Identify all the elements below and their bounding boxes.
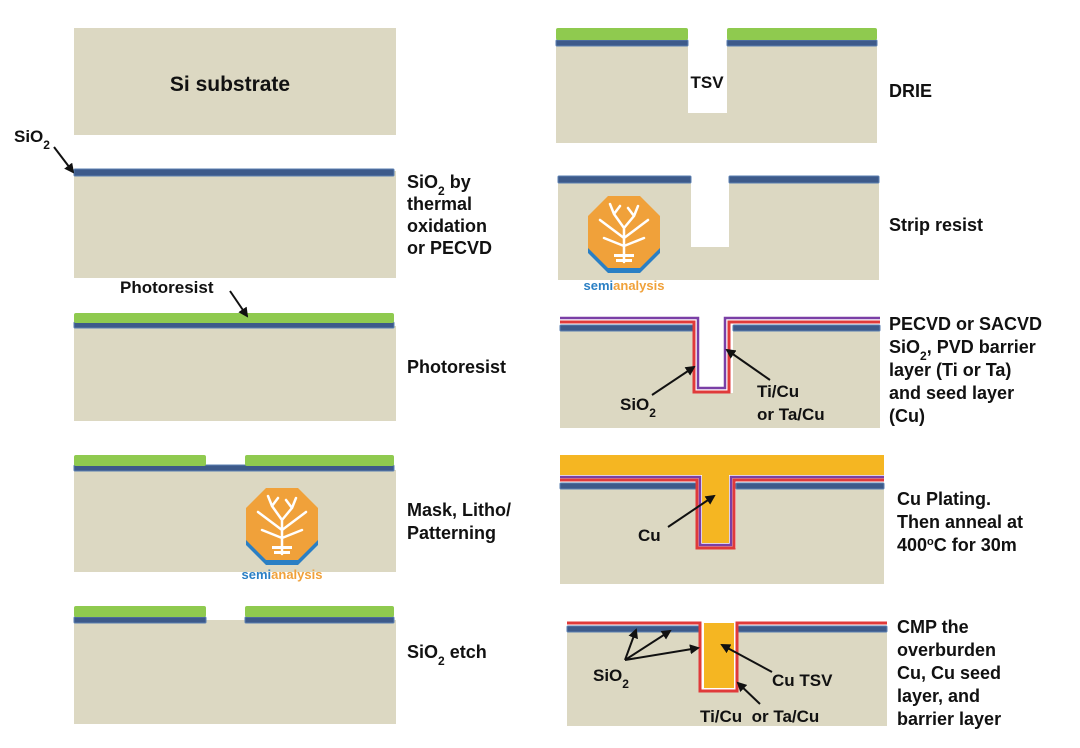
step-label-line: oxidation — [407, 216, 487, 236]
step-label: SiO2 by — [407, 172, 471, 198]
si-substrate-title: Si substrate — [170, 73, 290, 96]
si-substrate — [74, 470, 396, 572]
photoresist-callout-arrow — [229, 290, 249, 318]
right-step1-drie: TSV DRIE — [555, 28, 932, 143]
step-label: SiO2 etch — [407, 642, 487, 668]
oxide-layer — [735, 482, 885, 490]
photoresist-layer — [245, 606, 394, 617]
si-substrate — [74, 620, 396, 724]
barrier-callout-line: or Ta/Cu — [757, 405, 825, 424]
step-label-line: layer (Ti or Ta) — [889, 360, 1011, 380]
oxide-layer — [726, 39, 878, 47]
oxide-layer — [728, 175, 880, 184]
semianalysis-logo: semianalysis — [584, 196, 665, 293]
step-label-line: and seed layer — [889, 383, 1014, 403]
oxide-layer — [732, 324, 881, 332]
si-substrate — [74, 326, 396, 421]
sio2-callout: SiO2 — [620, 395, 656, 420]
logo-mark — [246, 488, 318, 565]
si-substrate-with-trench — [567, 630, 887, 726]
photoresist-layer — [556, 28, 688, 40]
cu-tsv-callout-arrow — [720, 644, 773, 673]
step-label-line: CMP the — [897, 617, 969, 637]
step-label-line: 400oC for 30m — [897, 535, 1017, 555]
step-label-line: Cu Plating. — [897, 489, 991, 509]
copper-fill — [560, 455, 884, 543]
oxide-layer — [244, 616, 395, 624]
sio2-callout-arrow — [53, 146, 75, 174]
sio2-callout: SiO2 — [14, 127, 50, 152]
photoresist-layer — [74, 455, 206, 466]
si-substrate-with-trench — [556, 45, 877, 143]
step-label-line: or PECVD — [407, 238, 492, 258]
barrier-callout: Ti/Cu or Ta/Cu — [700, 707, 819, 726]
barrier-liner — [560, 320, 880, 394]
oxide-layer — [555, 39, 689, 47]
si-substrate-with-trench — [560, 488, 884, 584]
cu-tsv-callout: Cu TSV — [772, 671, 833, 690]
right-step4-cu-plating: Cu Cu Plating. Then anneal at 400oC for … — [559, 455, 1023, 584]
logo-wordmark: semianalysis — [584, 278, 665, 293]
step-label-line: Patterning — [407, 523, 496, 543]
oxide-layer — [737, 625, 888, 633]
barrier-liner — [560, 478, 884, 550]
photoresist-layer — [74, 606, 206, 617]
photoresist-layer — [727, 28, 877, 40]
left-step2-oxidation: SiO2 SiO2 by thermal oxidation or PECVD — [14, 127, 492, 278]
step-label-line: PECVD or SACVD — [889, 314, 1042, 334]
si-substrate — [74, 28, 396, 135]
sio2-callout: SiO2 — [593, 666, 629, 691]
step-label-line: barrier layer — [897, 709, 1001, 729]
sio2-callout-arrow — [624, 629, 672, 661]
cu-callout-arrow — [667, 494, 716, 528]
oxide-layer — [559, 324, 695, 332]
sio2-callout-arrow — [651, 365, 696, 396]
right-step3-liner: SiO2 Ti/Cu or Ta/Cu PECVD or SACVD SiO2,… — [559, 314, 1042, 428]
step-label: Photoresist — [407, 357, 506, 377]
step-label-line: SiO2, PVD barrier — [889, 337, 1036, 363]
barrier-callout-line: Ti/Cu — [757, 382, 799, 401]
copper-tsv — [704, 623, 734, 688]
left-step1-substrate: Si substrate — [74, 28, 396, 135]
barrier-callout-arrow — [736, 681, 761, 705]
tsv-label: TSV — [690, 73, 724, 92]
cu-callout: Cu — [638, 526, 661, 545]
photoresist-layer — [74, 313, 394, 323]
logo-wordmark: semianalysis — [242, 567, 323, 582]
right-step5-cmp: SiO2 Cu TSV Ti/Cu or Ta/Cu CMP the overb… — [566, 617, 1001, 729]
barrier-liner — [567, 621, 887, 693]
oxide-layer — [73, 168, 395, 177]
semianalysis-logo: semianalysis — [242, 488, 323, 582]
step-label: Strip resist — [889, 215, 983, 235]
seed-liner — [560, 475, 884, 547]
left-step3-photoresist: Photoresist Photoresist — [73, 278, 506, 421]
barrier-callout-arrow — [725, 348, 771, 381]
step-label-line: (Cu) — [889, 406, 925, 426]
step-label-line: Cu, Cu seed — [897, 663, 1001, 683]
left-step4-patterning: Mask, Litho/ Patterning — [73, 455, 511, 572]
photoresist-layer — [245, 455, 394, 466]
oxide-layer — [559, 482, 698, 490]
oxide-layer — [73, 616, 207, 624]
step-label-line: overburden — [897, 640, 996, 660]
step-label-line: Then anneal at — [897, 512, 1023, 532]
logo-mark — [588, 196, 660, 273]
step-label-line: thermal — [407, 194, 472, 214]
step-label-line: Mask, Litho/ — [407, 500, 511, 520]
sio2-callout-arrow — [624, 628, 638, 661]
seed-liner — [560, 316, 880, 390]
si-substrate — [74, 171, 396, 278]
step-label: DRIE — [889, 81, 932, 101]
si-substrate-with-trench — [560, 329, 880, 428]
photoresist-callout: Photoresist — [120, 278, 214, 297]
sio2-callout-arrow — [624, 644, 700, 661]
step-label-line: layer, and — [897, 686, 980, 706]
oxide-layer — [566, 625, 701, 633]
oxide-layer — [73, 464, 395, 472]
left-step5-oxide-etch: SiO2 etch — [73, 606, 487, 724]
oxide-layer — [557, 175, 692, 184]
